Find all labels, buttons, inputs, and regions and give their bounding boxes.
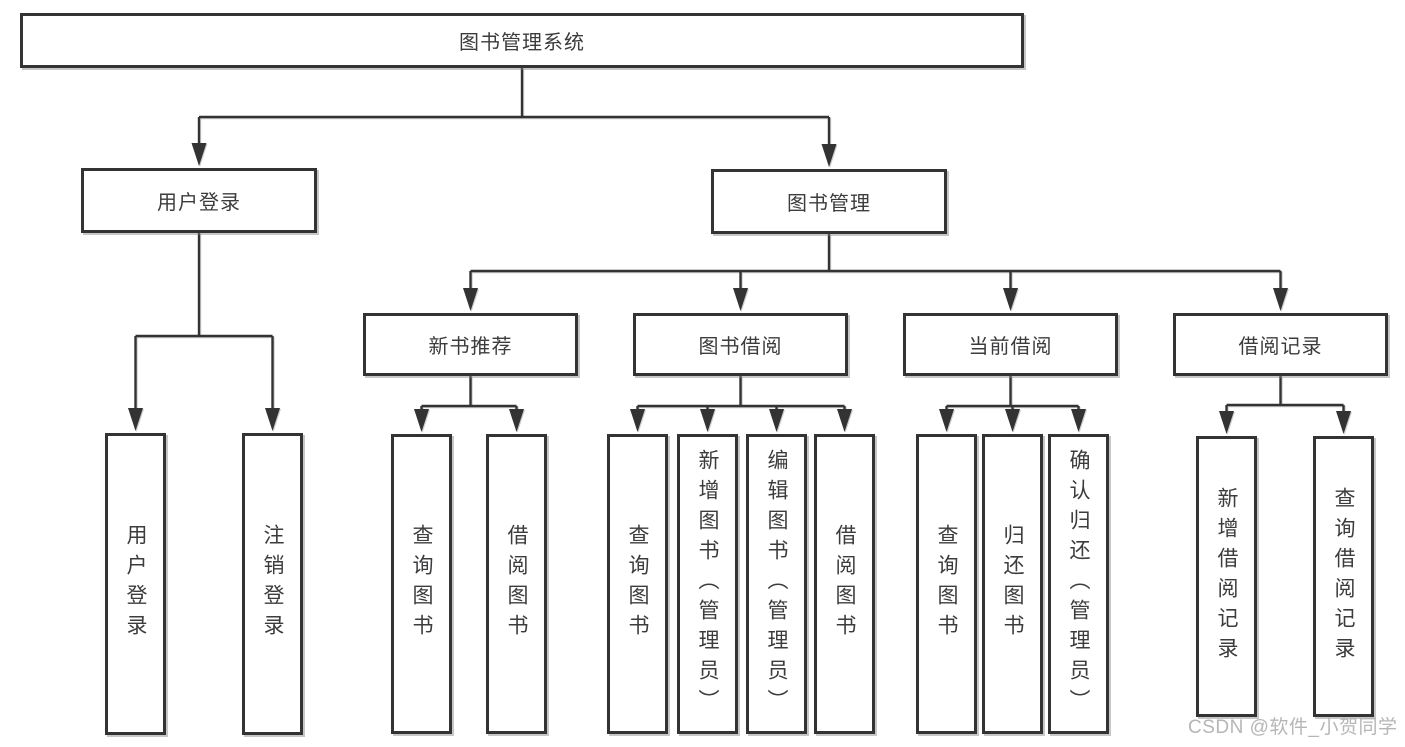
node-new-book-recommend: 新书推荐 — [363, 313, 578, 376]
leaf-add-books-admin: 新增图书（管理员） — [677, 434, 738, 734]
node-book-borrow: 图书借阅 — [633, 313, 848, 376]
leaf-confirm-return-admin: 确认归还（管理员） — [1048, 434, 1109, 734]
leaf-query-books-borrow: 查询图书 — [607, 434, 668, 734]
leaf-query-borrow-record: 查询借阅记录 — [1313, 436, 1374, 717]
edges-new-book-recommend-to-leaves — [414, 376, 524, 432]
csdn-watermark: CSDN @软件_小贺同学 — [1188, 717, 1398, 738]
leaf-edit-books-admin: 编辑图书（管理员） — [746, 434, 807, 734]
edges-book-management-to-level3 — [463, 234, 1288, 311]
leaf-user-login: 用户登录 — [105, 433, 166, 735]
node-user-login: 用户登录 — [81, 168, 317, 233]
leaf-query-books-recommend: 查询图书 — [391, 434, 452, 734]
edges-current-borrow-to-leaves — [939, 376, 1086, 432]
leaf-borrow-books-recommend: 借阅图书 — [486, 434, 547, 734]
edges-book-borrow-to-leaves — [630, 376, 852, 432]
leaf-borrow-books-borrow: 借阅图书 — [814, 434, 875, 734]
node-book-management: 图书管理 — [711, 169, 947, 234]
edges-user-login-to-leaves — [128, 233, 280, 431]
edges-root-to-level2 — [191, 68, 837, 167]
leaf-query-books-current: 查询图书 — [916, 434, 977, 734]
leaf-add-borrow-record: 新增借阅记录 — [1196, 436, 1257, 717]
leaf-logout: 注销登录 — [242, 433, 303, 735]
node-current-borrow: 当前借阅 — [903, 313, 1118, 376]
node-root-system: 图书管理系统 — [20, 13, 1024, 68]
edges-borrow-records-to-leaves — [1219, 376, 1351, 434]
node-borrow-records: 借阅记录 — [1173, 313, 1388, 376]
leaf-return-books: 归还图书 — [982, 434, 1043, 734]
